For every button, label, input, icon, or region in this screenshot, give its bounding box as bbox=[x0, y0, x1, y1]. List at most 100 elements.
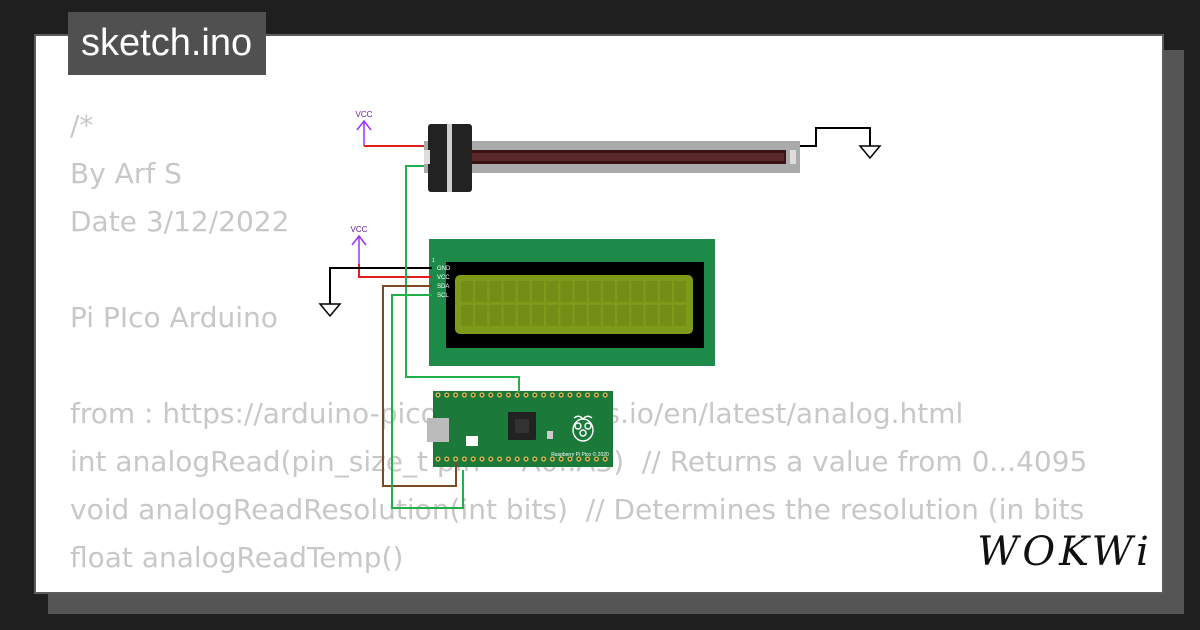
pico-pin-hole bbox=[551, 457, 554, 461]
lcd-cell bbox=[532, 281, 544, 302]
pico-pin-hole bbox=[586, 393, 589, 397]
pico-pin-hole bbox=[507, 393, 510, 397]
lcd-cell bbox=[475, 281, 488, 302]
pico-pin-hole bbox=[454, 393, 457, 397]
pico-pin-hole bbox=[577, 393, 580, 397]
pico-pin-hole bbox=[586, 457, 589, 461]
pico-pin-hole bbox=[516, 393, 519, 397]
code-line: int analogRead(pin_size_t pin = A0..A3) … bbox=[70, 445, 1088, 478]
pico-pin-hole bbox=[489, 457, 492, 461]
pico-pin-hole bbox=[507, 457, 510, 461]
code-line: float analogReadTemp() bbox=[70, 541, 404, 574]
lcd-cell bbox=[461, 281, 473, 302]
lcd-cell bbox=[603, 305, 615, 326]
pico-pin-hole bbox=[551, 393, 554, 397]
pico-pin-hole bbox=[524, 457, 528, 461]
pico-pin-hole bbox=[498, 457, 501, 461]
lcd-cell bbox=[574, 281, 587, 302]
pico-pin-hole bbox=[463, 457, 466, 461]
pico-pin-hole bbox=[568, 457, 572, 461]
lcd-cell bbox=[503, 281, 516, 302]
pico-pin-hole bbox=[533, 457, 536, 461]
code-line: By Arf S bbox=[70, 157, 182, 190]
lcd-1602[interactable]: 1 GND VCC SDA SCL bbox=[429, 239, 715, 366]
pico-pin-hole bbox=[542, 457, 545, 461]
lcd-cell bbox=[645, 281, 658, 302]
vcc-label: VCC bbox=[351, 225, 368, 234]
lcd-cell bbox=[674, 281, 686, 302]
raspberry-logo-icon bbox=[572, 415, 594, 442]
pico-pin-hole bbox=[604, 393, 607, 397]
lcd-cell bbox=[546, 281, 559, 302]
code-line: /* bbox=[70, 109, 94, 142]
pico-pin-hole bbox=[454, 457, 457, 461]
lcd-cell bbox=[659, 305, 672, 326]
pico-pin-hole bbox=[516, 457, 519, 461]
pico-pin-hole bbox=[498, 393, 501, 397]
pico-pin-hole bbox=[472, 457, 475, 461]
pico-pin-hole bbox=[577, 457, 580, 461]
pico-silkscreen: Raspberry Pi Pico © 2020 bbox=[551, 451, 609, 458]
lcd-cell bbox=[503, 305, 516, 326]
pico-pin-hole bbox=[560, 393, 563, 397]
wire-lcd-gnd bbox=[329, 267, 432, 304]
lcd-cell bbox=[517, 281, 530, 302]
lcd-cell bbox=[588, 281, 601, 302]
lcd-cell bbox=[546, 305, 559, 326]
lcd-cell bbox=[475, 305, 488, 326]
vcc-label: VCC bbox=[356, 110, 373, 119]
pico-pin-hole bbox=[568, 393, 572, 397]
pico-pin-hole bbox=[445, 393, 448, 397]
lcd-cell bbox=[489, 281, 502, 302]
pico-pin-hole bbox=[445, 457, 448, 461]
vcc-symbol-lcd: VCC bbox=[351, 225, 368, 264]
wire-lcd-sda bbox=[382, 285, 457, 487]
pico-pin-hole bbox=[480, 457, 484, 461]
pico-pin-hole bbox=[595, 457, 598, 461]
lcd-pin-label: SDA bbox=[437, 284, 449, 290]
lcd-cell bbox=[574, 305, 587, 326]
code-line: Pi PIco Arduino bbox=[70, 301, 278, 334]
pico-pin-hole bbox=[560, 457, 563, 461]
gnd-symbol-pot bbox=[858, 145, 882, 160]
wire-lcd-vcc bbox=[358, 264, 432, 278]
lcd-cell bbox=[517, 305, 530, 326]
pico-pin-hole bbox=[480, 393, 484, 397]
pico-pin-hole bbox=[604, 457, 607, 461]
lcd-pin-label: GND bbox=[437, 266, 451, 272]
lcd-pin-label: SCL bbox=[437, 293, 449, 299]
lcd-cell bbox=[659, 281, 672, 302]
lcd-cell bbox=[603, 281, 615, 302]
lcd-cell bbox=[532, 305, 544, 326]
lcd-cell bbox=[588, 305, 601, 326]
pico-pin-hole bbox=[595, 393, 598, 397]
slide-potentiometer[interactable] bbox=[424, 124, 800, 192]
lcd-cell bbox=[560, 281, 573, 302]
wire-pot-signal bbox=[405, 165, 520, 392]
raspberry-pi-pico[interactable]: Raspberry Pi Pico © 2020 bbox=[427, 391, 613, 467]
code-line: void analogReadResolution(int bits) // D… bbox=[70, 493, 1085, 526]
pico-pin-hole bbox=[533, 393, 536, 397]
pico-pin-hole bbox=[524, 393, 528, 397]
pico-pin-hole bbox=[436, 393, 440, 397]
lcd-cell bbox=[560, 305, 573, 326]
vcc-symbol-top: VCC bbox=[356, 110, 373, 146]
pico-pin-hole bbox=[472, 393, 475, 397]
sketch-filename-tag: sketch.ino bbox=[68, 12, 267, 75]
pico-pin-hole bbox=[463, 393, 466, 397]
lcd-cell bbox=[645, 305, 658, 326]
svg-text:1: 1 bbox=[432, 258, 435, 264]
lcd-cell bbox=[674, 305, 686, 326]
gnd-symbol-lcd bbox=[318, 303, 342, 318]
pico-pin-hole bbox=[542, 393, 545, 397]
lcd-cell bbox=[617, 281, 630, 302]
wire-lcd-scl bbox=[391, 294, 464, 509]
lcd-cell bbox=[631, 281, 644, 302]
wire-pot-gnd bbox=[800, 127, 871, 147]
pico-pin-hole bbox=[436, 457, 440, 461]
lcd-pin-label: VCC bbox=[437, 275, 450, 281]
code-line: Date 3/12/2022 bbox=[70, 205, 290, 238]
wokwi-logo: WOKWi bbox=[972, 526, 1158, 578]
pico-pin-hole bbox=[489, 393, 492, 397]
